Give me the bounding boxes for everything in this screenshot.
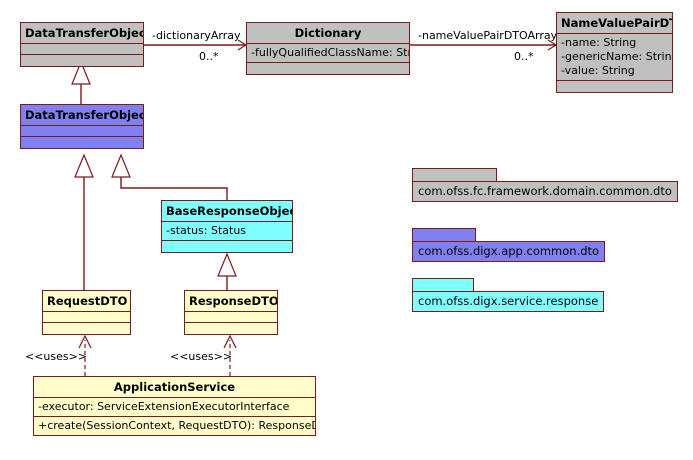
stereotype-uses-responsedto: <<uses>> bbox=[170, 350, 233, 363]
package-label: com.ofss.digx.app.common.dto bbox=[412, 241, 606, 262]
class-title: RequestDTO bbox=[43, 291, 130, 313]
class-title: NameValuePairDTO bbox=[557, 13, 672, 35]
generalization-responsedto-to-baseresponseobject bbox=[217, 252, 237, 290]
class-namevaluepairdto[interactable]: NameValuePairDTO -name: String -genericN… bbox=[556, 12, 673, 93]
association-multiplicity-dictionary: 0..* bbox=[199, 50, 219, 63]
package-com-ofss-digx-app-common-dto[interactable]: com.ofss.digx.app.common.dto bbox=[412, 228, 606, 262]
class-requestdto[interactable]: RequestDTO bbox=[42, 290, 131, 336]
package-com-ofss-digx-service-response[interactable]: com.ofss.digx.service.response bbox=[412, 278, 605, 312]
class-operations: +create(SessionContext, RequestDTO): Res… bbox=[34, 417, 315, 435]
class-title: DataTransferObject bbox=[21, 23, 143, 45]
generalization-requestdto-to-dto-app bbox=[74, 153, 94, 290]
class-operations bbox=[21, 137, 143, 148]
class-operations bbox=[185, 323, 277, 334]
class-operations bbox=[162, 241, 292, 252]
class-responsedto[interactable]: ResponseDTO bbox=[184, 290, 278, 336]
package-tab bbox=[412, 168, 497, 181]
class-attributes: -status: Status bbox=[162, 222, 292, 242]
class-operations bbox=[557, 81, 672, 92]
class-attributes bbox=[43, 312, 130, 324]
attribute-row: -executor: ServiceExtensionExecutorInter… bbox=[38, 400, 290, 414]
class-attributes bbox=[21, 44, 143, 56]
generalization-dto-app-to-dto-framework bbox=[71, 60, 91, 104]
class-operations bbox=[247, 63, 409, 74]
operation-row: +create(SessionContext, RequestDTO): Res… bbox=[38, 419, 315, 433]
association-multiplicity-namevaluepair: 0..* bbox=[514, 50, 534, 63]
attribute-row: -name: String bbox=[561, 36, 637, 50]
attribute-row: -value: String bbox=[561, 63, 635, 77]
association-label-namevaluepair-role: -nameValuePairDTOArray bbox=[418, 29, 558, 42]
package-label: com.ofss.fc.framework.domain.common.dto bbox=[412, 181, 678, 202]
class-operations bbox=[43, 323, 130, 334]
class-attributes: -name: String -genericName: String -valu… bbox=[557, 34, 672, 81]
class-datatransferobject-framework[interactable]: DataTransferObject bbox=[20, 22, 144, 68]
class-attributes bbox=[21, 126, 143, 138]
class-datatransferobject-app[interactable]: DataTransferObject bbox=[20, 104, 144, 150]
package-com-ofss-fc-framework-domain-common-dto[interactable]: com.ofss.fc.framework.domain.common.dto bbox=[412, 168, 678, 202]
package-tab bbox=[412, 228, 476, 241]
class-title: Dictionary bbox=[247, 23, 409, 45]
class-dictionary[interactable]: Dictionary -fullyQualifiedClassName: Str… bbox=[246, 22, 410, 76]
class-applicationservice[interactable]: ApplicationService -executor: ServiceExt… bbox=[33, 376, 316, 436]
class-attributes: -executor: ServiceExtensionExecutorInter… bbox=[34, 398, 315, 418]
attribute-row: -genericName: String bbox=[561, 50, 672, 64]
stereotype-uses-requestdto: <<uses>> bbox=[25, 350, 88, 363]
class-title: ApplicationService bbox=[34, 377, 315, 399]
association-label-dictionary-role: -dictionaryArray bbox=[152, 29, 241, 42]
attribute-row: -fullyQualifiedClassName: String bbox=[251, 46, 409, 60]
class-baseresponseobject[interactable]: BaseResponseObject -status: Status bbox=[161, 200, 293, 254]
package-tab bbox=[412, 278, 474, 291]
class-attributes: -fullyQualifiedClassName: String bbox=[247, 44, 409, 64]
class-title: DataTransferObject bbox=[21, 105, 143, 127]
class-attributes bbox=[185, 312, 277, 324]
class-title: ResponseDTO bbox=[185, 291, 277, 313]
class-operations bbox=[21, 55, 143, 66]
generalization-baseresponseobject-to-dto-app bbox=[111, 153, 228, 200]
attribute-row: -status: Status bbox=[166, 224, 247, 238]
class-title: BaseResponseObject bbox=[162, 201, 292, 223]
package-label: com.ofss.digx.service.response bbox=[412, 291, 605, 312]
